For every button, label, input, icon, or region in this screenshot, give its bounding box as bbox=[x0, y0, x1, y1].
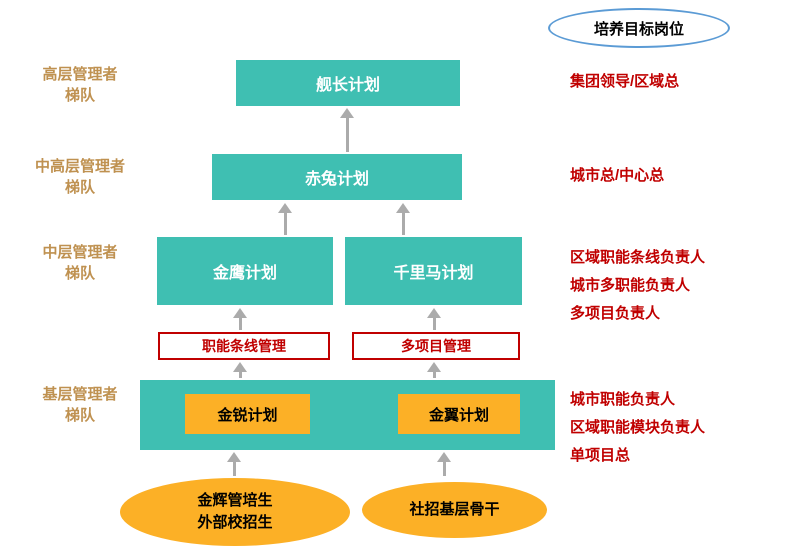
up-arrow-icon bbox=[233, 308, 247, 330]
tier-label-senior: 高层管理者 梯队 bbox=[42, 66, 118, 104]
plan-label-golden-eagle: 金鹰计划 bbox=[212, 265, 277, 282]
track-box-functional-line: 职能条线管理 bbox=[158, 332, 330, 360]
source-ellipse-campus: 金辉管培生 外部校招生 bbox=[120, 478, 350, 546]
plan-box-jinrui: 金锐计划 bbox=[185, 394, 310, 434]
tier-label-mid-senior: 中高层管理者 梯队 bbox=[34, 158, 125, 196]
up-arrow-icon bbox=[340, 108, 354, 152]
track-label-multi-project: 多项目管理 bbox=[401, 338, 471, 354]
up-arrow-icon bbox=[396, 203, 410, 235]
up-arrow-icon bbox=[437, 452, 451, 476]
target-positions-middle: 区域职能条线负责人 城市多职能负责人 多项目负责人 bbox=[570, 249, 706, 322]
target-positions-senior: 集团领导/区域总 bbox=[570, 73, 680, 90]
plan-label-captain: 舰长计划 bbox=[315, 77, 380, 94]
source-label-social: 社招基层骨干 bbox=[409, 501, 500, 518]
source-label-campus: 金辉管培生 外部校招生 bbox=[197, 492, 273, 531]
tier-label-middle: 中层管理者 梯队 bbox=[42, 244, 118, 282]
target-positions-mid-senior: 城市总/中心总 bbox=[570, 167, 665, 184]
up-arrow-icon bbox=[427, 362, 441, 378]
legend-title: 培养目标岗位 bbox=[593, 20, 684, 38]
legend-target-positions-oval: 培养目标岗位 bbox=[548, 8, 730, 48]
target-positions-grassroots: 城市职能负责人 区域职能模块负责人 单项目总 bbox=[570, 391, 706, 464]
up-arrow-icon bbox=[427, 308, 441, 330]
plan-box-chitu: 赤兔计划 bbox=[212, 154, 462, 200]
plan-label-chitu: 赤兔计划 bbox=[304, 171, 369, 188]
track-label-functional-line: 职能条线管理 bbox=[202, 338, 286, 354]
source-ellipse-social: 社招基层骨干 bbox=[362, 482, 547, 538]
plan-box-qianlima: 千里马计划 bbox=[345, 237, 522, 305]
plan-label-qianlima: 千里马计划 bbox=[393, 265, 474, 282]
track-box-multi-project: 多项目管理 bbox=[352, 332, 520, 360]
plan-label-jinrui: 金锐计划 bbox=[217, 406, 278, 424]
tier-label-grassroots: 基层管理者 梯队 bbox=[42, 386, 118, 424]
plan-box-jinyi: 金翼计划 bbox=[398, 394, 520, 434]
up-arrow-icon bbox=[227, 452, 241, 476]
up-arrow-icon bbox=[233, 362, 247, 378]
plan-box-golden-eagle: 金鹰计划 bbox=[157, 237, 333, 305]
up-arrow-icon bbox=[278, 203, 292, 235]
plan-box-captain: 舰长计划 bbox=[236, 60, 460, 106]
plan-label-jinyi: 金翼计划 bbox=[428, 406, 489, 424]
